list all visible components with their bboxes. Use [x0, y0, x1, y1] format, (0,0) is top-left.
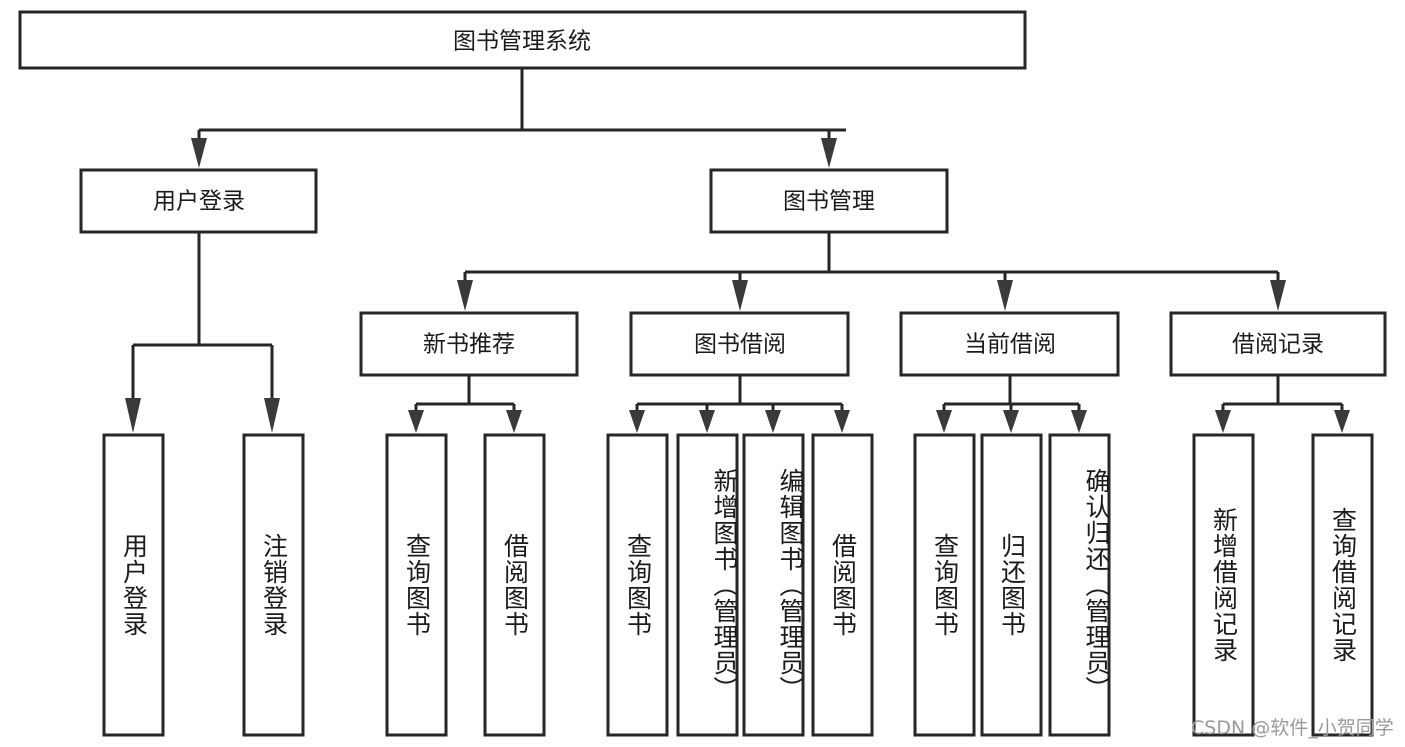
node-new-book-rec-box[interactable]	[359, 311, 579, 377]
connector-group-user-login	[125, 232, 280, 433]
arrow-to-borrow-record-icon	[1270, 280, 1286, 311]
arrow-leaf-query-record-icon	[1334, 410, 1350, 433]
node-leaf-query-record-label: 查询借阅记录	[1328, 507, 1358, 663]
node-leaf-query-record-box[interactable]	[1311, 433, 1374, 737]
node-current-borrow-label: 当前借阅	[964, 332, 1056, 358]
node-leaf-edit-book-label: 编辑图书（管理员）	[776, 468, 803, 702]
node-leaf-add-record-box[interactable]	[1192, 433, 1255, 737]
node-leaf-query-book-2-label: 查询图书	[623, 533, 653, 637]
node-leaf-query-book-2-box[interactable]	[606, 433, 669, 737]
node-leaf-query-book-1-box[interactable]	[385, 433, 448, 737]
node-leaf-return-book-box[interactable]	[980, 433, 1043, 737]
node-leaf-borrow-book-1-box[interactable]	[483, 433, 546, 737]
arrow-leaf-borrow-book-2-icon	[834, 410, 850, 433]
node-leaf-borrow-book-2-label: 借阅图书	[828, 533, 858, 637]
node-leaf-query-book-3-label: 查询图书	[930, 533, 960, 637]
connector-group-borrow-record	[1215, 375, 1350, 433]
node-leaf-query-book-1-label: 查询图书	[402, 533, 432, 637]
arrow-to-book-manage-icon	[821, 138, 837, 168]
node-root-box[interactable]	[18, 10, 1027, 70]
arrow-leaf-add-record-icon	[1215, 410, 1231, 433]
node-leaf-query-book-3-box[interactable]	[913, 433, 976, 737]
node-leaf-confirm-return-box[interactable]	[1048, 433, 1111, 737]
node-leaf-logout-box[interactable]	[242, 433, 305, 737]
node-root-label: 图书管理系统	[453, 29, 591, 55]
node-leaf-edit-book-box[interactable]	[742, 433, 805, 737]
node-new-book-rec-label: 新书推荐	[423, 332, 515, 358]
node-leaf-confirm-return-label: 确认归还（管理员）	[1082, 468, 1109, 702]
connector-group-root	[191, 68, 846, 168]
node-leaf-add-book-box[interactable]	[676, 433, 739, 737]
node-leaf-borrow-book-2-box[interactable]	[811, 433, 874, 737]
node-user-login-box[interactable]	[79, 168, 318, 234]
arrow-to-book-borrow-icon	[732, 280, 748, 311]
connector-group-new-book-rec	[408, 375, 522, 433]
connector-group-current-borrow	[936, 375, 1087, 433]
node-book-manage-box[interactable]	[709, 168, 949, 234]
arrow-leaf-add-book-icon	[699, 410, 715, 433]
node-borrow-record-label: 借阅记录	[1232, 332, 1324, 358]
arrow-leaf-edit-book-icon	[765, 410, 781, 433]
node-leaf-add-record-label: 新增借阅记录	[1209, 507, 1239, 663]
arrow-to-user-login-icon	[191, 138, 207, 168]
node-leaf-user-login-label: 用户登录	[119, 533, 149, 637]
connector-group-book-borrow	[629, 375, 850, 433]
connector-group-book-manage	[457, 232, 1286, 311]
node-leaf-borrow-book-1-label: 借阅图书	[500, 533, 530, 637]
node-user-login-label: 用户登录	[153, 189, 245, 215]
node-book-borrow-box[interactable]	[629, 311, 850, 377]
node-leaf-return-book-label: 归还图书	[997, 533, 1027, 637]
arrow-to-new-book-rec-icon	[457, 280, 473, 311]
node-book-manage-label: 图书管理	[783, 189, 875, 215]
node-book-borrow-label: 图书借阅	[694, 332, 786, 358]
node-leaf-logout-label: 注销登录	[259, 533, 289, 637]
arrow-leaf-return-book-icon	[1003, 410, 1019, 433]
arrow-leaf-confirm-return-icon	[1071, 410, 1087, 433]
arrow-leaf-logout-icon	[264, 398, 280, 433]
node-current-borrow-box[interactable]	[899, 311, 1120, 377]
arrow-to-current-borrow-icon	[997, 280, 1013, 311]
arrow-leaf-query-book-1-icon	[408, 410, 424, 433]
arrow-leaf-query-book-2-icon	[629, 410, 645, 433]
arrow-leaf-user-login-icon	[125, 398, 141, 433]
node-leaf-user-login-box[interactable]	[102, 433, 165, 737]
arrow-leaf-query-book-3-icon	[936, 410, 952, 433]
node-borrow-record-box[interactable]	[1169, 311, 1387, 377]
node-leaf-add-book-label: 新增图书（管理员）	[710, 468, 737, 702]
arrow-leaf-borrow-book-1-icon	[506, 410, 522, 433]
